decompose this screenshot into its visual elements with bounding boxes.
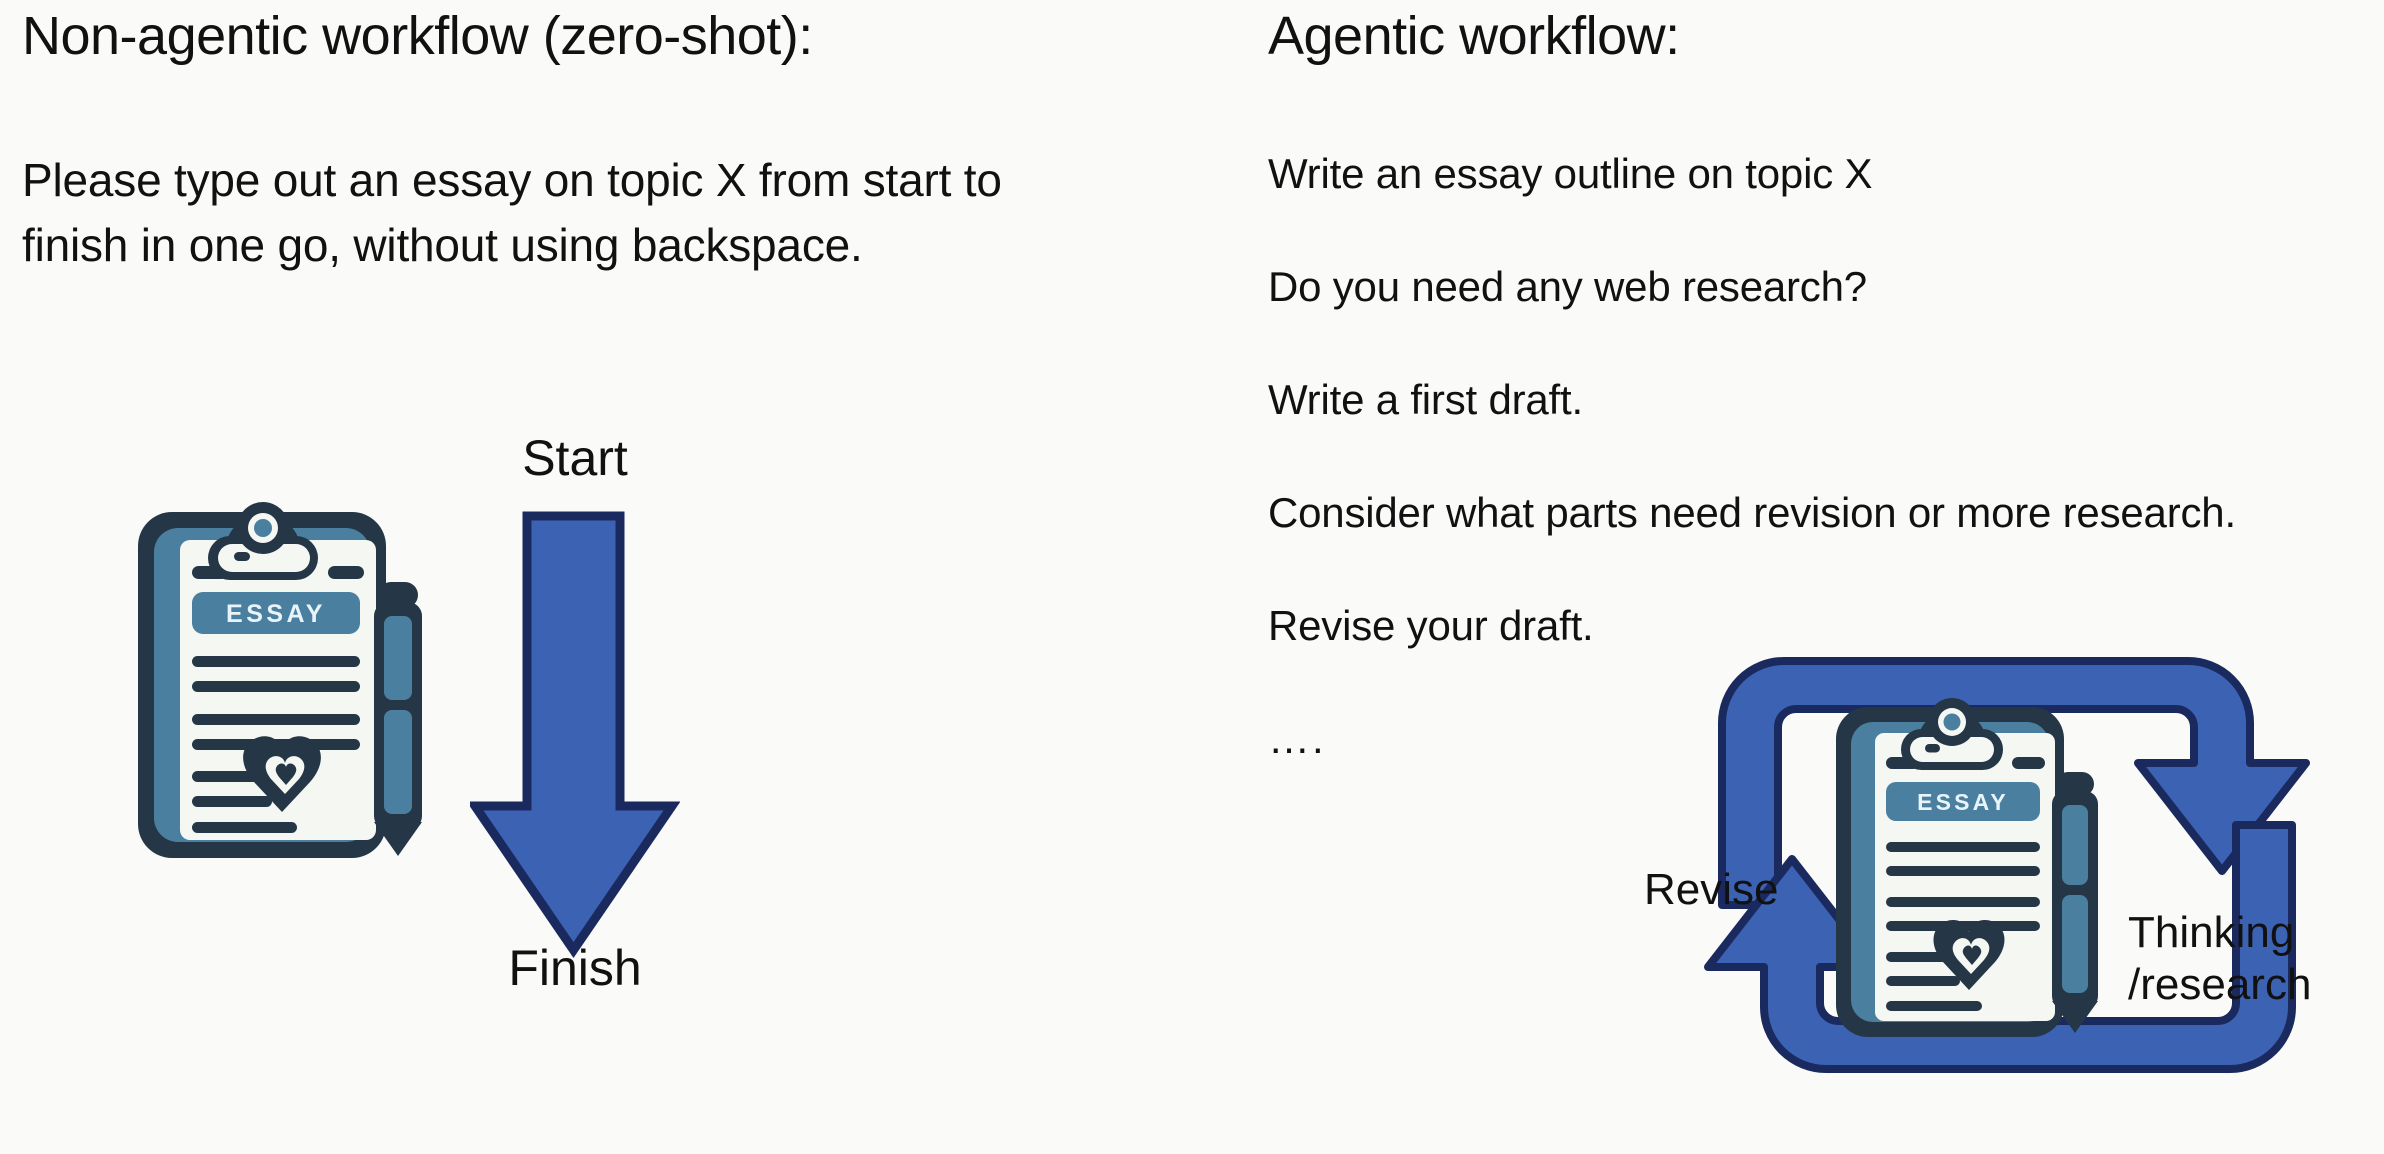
agentic-step: Consider what parts need revision or mor…	[1268, 489, 2236, 536]
agentic-step-ellipsis: ….	[1268, 715, 1326, 762]
agentic-steps-list: Write an essay outline on topic X Do you…	[1268, 150, 2378, 828]
non-agentic-workflow-heading: Non-agentic workflow (zero-shot):	[22, 6, 813, 66]
agentic-step: Revise your draft.	[1268, 602, 1594, 649]
non-agentic-prompt-text: Please type out an essay on topic X from…	[22, 154, 1002, 271]
start-label: Start	[522, 430, 628, 486]
circular-loop-arrows-icon	[1704, 657, 2310, 1073]
clipboard-badge-text: ESSAY	[1917, 789, 2009, 815]
down-arrow-icon	[470, 511, 680, 958]
revise-label: Revise	[1644, 865, 1779, 914]
agentic-step: Write a first draft.	[1268, 376, 1583, 423]
thinking-research-line-2: /research	[2128, 960, 2312, 1009]
thinking-research-label: Thinking /research	[2128, 907, 2384, 1011]
thinking-research-line-1: Thinking	[2128, 908, 2295, 957]
essay-clipboard-icon: ESSAY	[1836, 698, 2098, 1037]
agentic-step: Do you need any web research?	[1268, 263, 1867, 310]
agentic-workflow-heading: Agentic workflow:	[1268, 6, 1680, 66]
clipboard-badge-text: ESSAY	[226, 600, 326, 628]
agentic-step: Write an essay outline on topic X	[1268, 150, 1873, 197]
finish-label: Finish	[508, 940, 642, 996]
linear-flow-diagram: Start ESSAY	[0, 400, 760, 1080]
essay-clipboard-icon: ESSAY	[138, 502, 422, 858]
iterative-cycle-diagram: ESSAY Revise Thinking /research	[1630, 575, 2384, 1154]
